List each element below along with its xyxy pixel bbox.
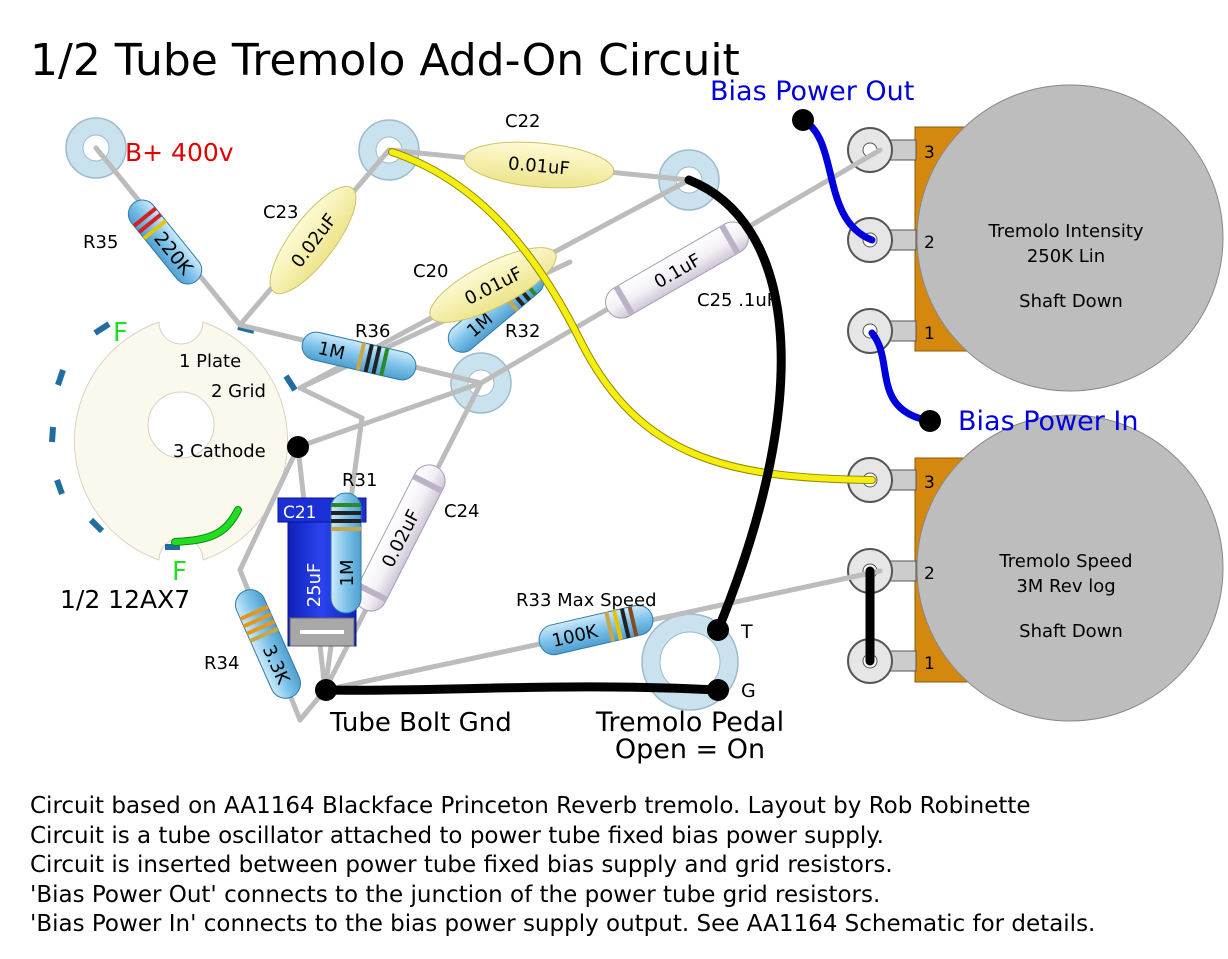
resistor-r34-ref: R34	[204, 653, 239, 674]
pedal-label-line1: Tremolo Pedal	[595, 707, 784, 738]
capacitor-c24-ref: C24	[444, 501, 479, 522]
bias-power-out-label: Bias Power Out	[710, 76, 914, 107]
b-plus-label: B+ 400v	[125, 138, 234, 167]
pot-note: Shaft Down	[1019, 291, 1123, 312]
ground-wire	[321, 682, 723, 695]
socket-center-hole	[147, 391, 215, 459]
bias-in-wire	[868, 329, 934, 425]
pot-name: Tremolo Intensity	[987, 221, 1143, 242]
pin3-label: 3 Cathode	[173, 441, 266, 462]
pot-lug-2: 2	[924, 564, 935, 584]
capacitor-c25-ref: C25 .1uF	[697, 290, 777, 311]
pot-note: Shaft Down	[1019, 621, 1123, 642]
circuit-notes: Circuit based on AA1164 Blackface Prince…	[30, 792, 1210, 940]
note-line: Circuit is inserted between power tube f…	[30, 852, 893, 878]
tube-socket: F F 1 Plate 2 Grid 3 Cathode 1/2 12AX7	[49, 318, 298, 614]
pot-lug-3: 3	[924, 143, 935, 163]
cathode-terminal	[287, 436, 309, 458]
pot-value: 3M Rev log	[1016, 576, 1115, 597]
pin2-label: 2 Grid	[211, 381, 266, 402]
pot-body	[916, 414, 1224, 722]
pot-lug-1: 1	[924, 654, 935, 674]
resistor-r35-ref: R35	[83, 232, 118, 253]
bias-power-in-label: Bias Power In	[958, 406, 1139, 437]
capacitor-ref: C21	[283, 503, 317, 523]
resistor-r31-ref: R31	[342, 470, 377, 491]
tube-ground-label: Tube Bolt Gnd	[329, 708, 512, 738]
note-line: Circuit is a tube oscillator attached to…	[30, 822, 884, 849]
intensity-pot[interactable]: 3 2 1 Tremolo Intensity 250K Lin Shaft D…	[847, 84, 1224, 392]
pedal-tip-terminal	[707, 619, 729, 641]
resistor-r31[interactable]: 1M	[330, 492, 362, 614]
capacitor-c20[interactable]: 0.01uF	[421, 234, 566, 337]
diagram-title: 1/2 Tube Tremolo Add-On Circuit	[30, 35, 740, 86]
pot-value: 250K Lin	[1027, 246, 1105, 267]
speed-pot[interactable]: 3 2 1 Tremolo Speed 3M Rev log Shaft Dow…	[847, 414, 1224, 722]
solder-points	[287, 109, 941, 701]
capacitor-c22-ref: C22	[505, 111, 540, 132]
bias-out-wire	[799, 116, 876, 244]
resistor-r33-ref: R33 Max Speed	[516, 590, 657, 611]
pedal-tip-wire	[684, 175, 786, 635]
resistor-r32-ref: R32	[505, 321, 540, 342]
pot-lug-3: 3	[924, 473, 935, 493]
pedal-ground-label: G	[741, 680, 756, 702]
ground-terminal	[315, 679, 337, 701]
capacitor-c23-ref: C23	[263, 202, 298, 223]
pot-body	[916, 84, 1224, 392]
pedal-label-line2: Open = On	[615, 734, 765, 765]
filament-label-bottom: F	[172, 557, 187, 587]
capacitor-c22[interactable]: 0.01uF	[462, 137, 615, 194]
pot-name: Tremolo Speed	[998, 551, 1132, 572]
resistor-r33[interactable]: 100K	[536, 602, 656, 657]
pot-lug-1: 1	[924, 324, 935, 344]
capacitor-value: 25uF	[304, 563, 325, 608]
wires	[171, 116, 934, 695]
pedal-tip-label: T	[740, 621, 753, 643]
socket-pin-marks	[49, 321, 298, 550]
pedal-ground-terminal	[707, 679, 729, 701]
note-line: 'Bias Power In' connects to the bias pow…	[30, 911, 1096, 937]
resistor-r36-ref: R36	[355, 321, 390, 342]
resistor-r35[interactable]: 220K	[123, 194, 208, 289]
bias-in-terminal	[919, 410, 941, 432]
tube-type-label: 1/2 12AX7	[60, 585, 190, 614]
bias-out-terminal	[792, 109, 814, 131]
pot-lug-2: 2	[924, 233, 935, 253]
resistor-value: 1M	[337, 560, 358, 587]
capacitor-c20-ref: C20	[413, 261, 448, 282]
filament-label-top: F	[113, 318, 128, 348]
note-line: Circuit based on AA1164 Blackface Prince…	[30, 793, 1031, 819]
pin1-label: 1 Plate	[179, 351, 241, 372]
note-line: 'Bias Power Out' connects to the junctio…	[30, 881, 881, 908]
capacitor-c23[interactable]: 0.02uF	[256, 175, 369, 305]
resistor-r36[interactable]: 1M	[299, 329, 418, 382]
